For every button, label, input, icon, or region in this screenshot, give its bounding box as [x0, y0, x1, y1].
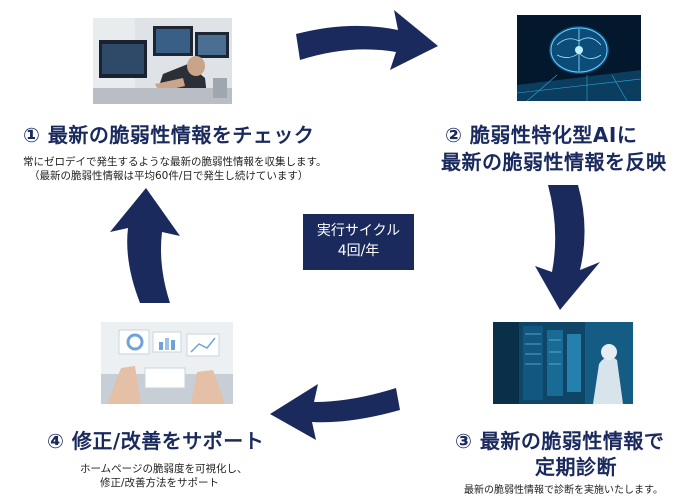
step-1-desc-line-2: （最新の脆弱性情報は平均60件/日で発生し続けています）: [29, 170, 309, 182]
step-4-title: ④ 修正/改善をサポート: [47, 429, 265, 453]
step-1-desc-line-1: 常にゼロデイで発生するような最新の脆弱性情報を収集します。: [23, 156, 327, 168]
photo-dashboard-review: [101, 322, 233, 404]
execution-cycle-box: 実行サイクル 4回/年: [303, 214, 414, 270]
execution-cycle-frequency: 4回/年: [337, 243, 380, 259]
step-2-title-line-1: ② 脆弱性特化型AIに: [445, 123, 638, 147]
photo-ai-brain: [517, 15, 641, 101]
arrow-bottom: [270, 384, 400, 440]
execution-cycle-label: 実行サイクル: [316, 223, 401, 239]
step-3-desc-line-1: 最新の脆弱性情報で診断を実施いたします。: [464, 485, 663, 496]
step-3-title-line-2: 定期診断: [535, 455, 617, 479]
step-3-title-line-1: ③ 最新の脆弱性情報で: [455, 429, 665, 453]
step-4-desc-line-1: ホームページの脆弱度を可視化し、: [80, 463, 248, 475]
step-4-desc-line-2: 修正/改善方法をサポート: [100, 477, 220, 489]
arrow-top: [296, 10, 438, 70]
photo-server-racks: [493, 322, 633, 404]
step-1-title: ① 最新の脆弱性情報をチェック: [23, 123, 315, 147]
arrow-right: [535, 185, 600, 310]
photo-analyst-workstation: [93, 18, 232, 104]
arrow-left: [110, 188, 180, 303]
step-2-title-line-2: 最新の脆弱性情報を反映: [441, 150, 667, 174]
